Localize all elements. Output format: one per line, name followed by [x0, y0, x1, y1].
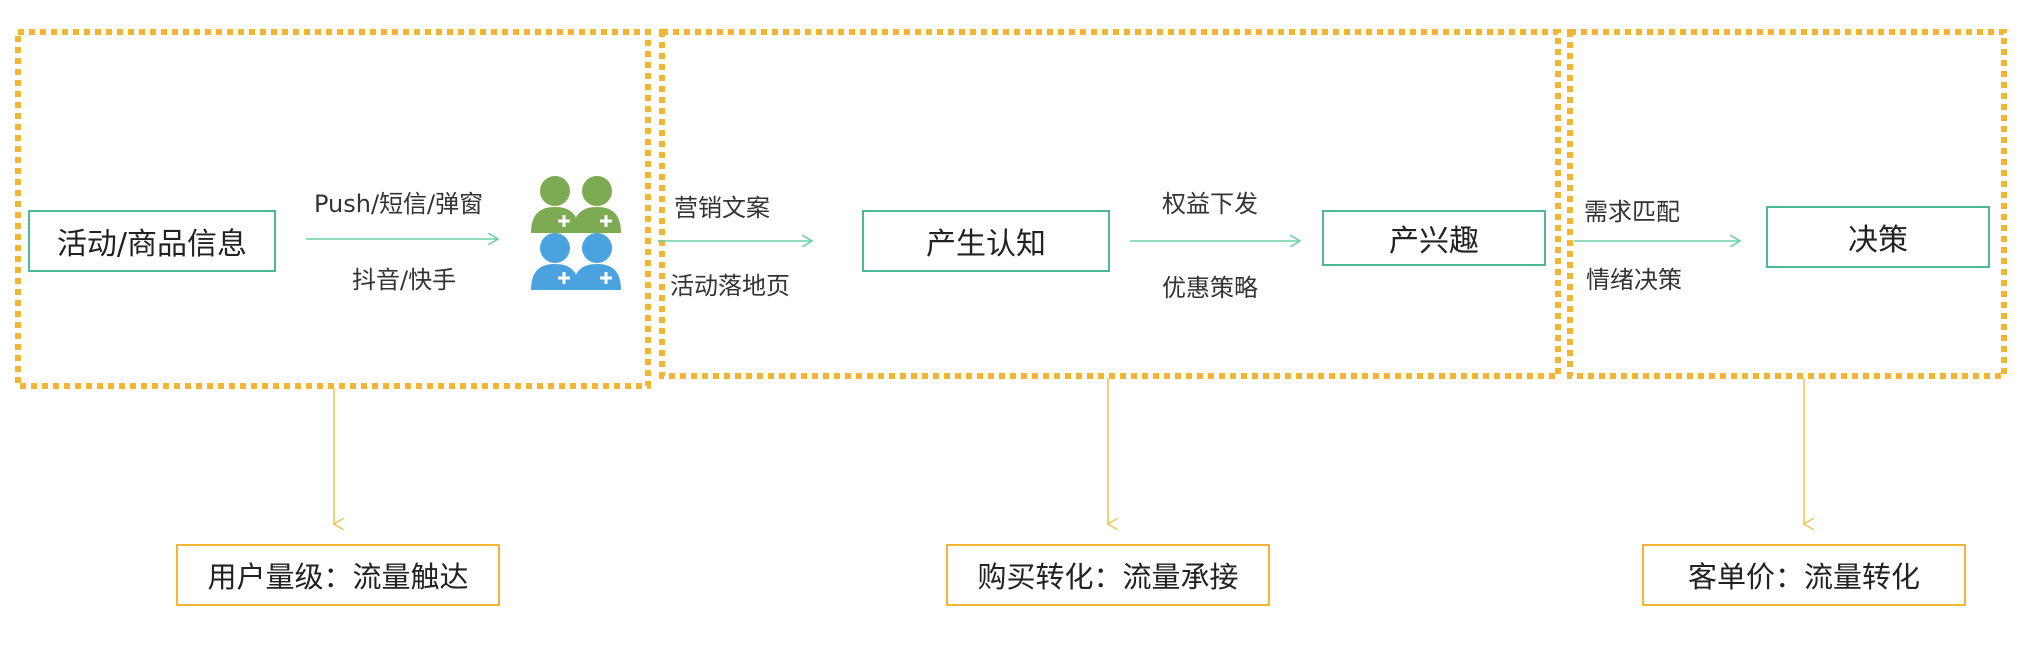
- node-interest: 产兴趣: [1322, 210, 1546, 266]
- node-activity-product-info: 活动/商品信息: [28, 210, 276, 272]
- user-icon: [531, 233, 579, 290]
- user-icon: [573, 233, 621, 290]
- result-box-conversion: 购买转化：流量承接: [946, 544, 1270, 606]
- result-label: 用户量级：流量触达: [207, 560, 469, 594]
- users-group-icon: [531, 176, 621, 290]
- lever-label-discount: 优惠策略: [1162, 274, 1258, 302]
- input-label-marketing-copy: 营销文案: [674, 194, 770, 222]
- lever-label-rights: 权益下发: [1162, 190, 1258, 218]
- node-label: 决策: [1848, 223, 1908, 258]
- node-decision: 决策: [1766, 206, 1990, 268]
- result-label: 购买转化：流量承接: [977, 560, 1239, 594]
- result-label: 客单价：流量转化: [1687, 560, 1920, 594]
- channel-label-push: Push/短信/弹窗: [314, 190, 484, 218]
- channel-label-douyin: 抖音/快手: [352, 266, 457, 294]
- input-label-demand-match: 需求匹配: [1584, 198, 1680, 226]
- result-box-reach: 用户量级：流量触达: [176, 544, 500, 606]
- node-awareness: 产生认知: [862, 210, 1110, 272]
- stage-frame-reach: [15, 29, 651, 389]
- user-icon: [573, 176, 621, 233]
- input-label-emotional-decision: 情绪决策: [1586, 266, 1682, 294]
- stage-frame-decision: [1567, 29, 2007, 379]
- input-label-landing-page: 活动落地页: [670, 272, 790, 300]
- result-box-decision: 客单价：流量转化: [1642, 544, 1966, 606]
- node-label: 产生认知: [926, 227, 1046, 262]
- node-label: 产兴趣: [1389, 224, 1479, 259]
- user-icon: [531, 176, 579, 233]
- node-label: 活动/商品信息: [56, 227, 248, 262]
- stage-frame-conversion: [659, 29, 1561, 379]
